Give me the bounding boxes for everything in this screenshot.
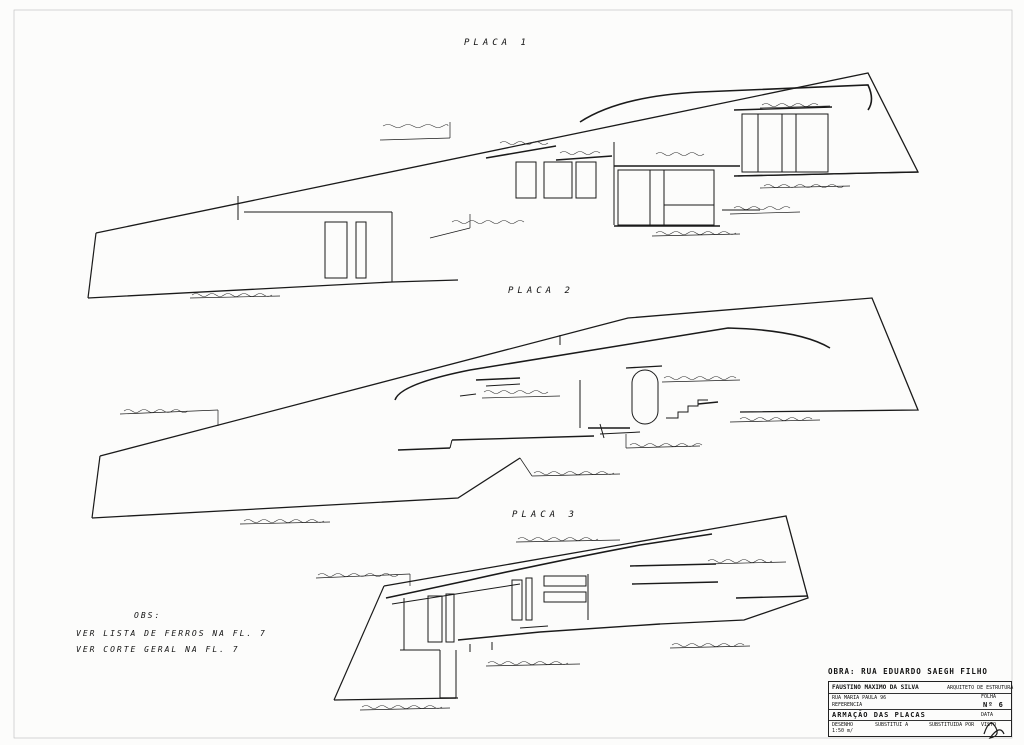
- drawing-title: ARMAÇÃO DAS PLACAS: [832, 711, 926, 719]
- engineer-role: ARQUITETO DE ESTRUTURA: [947, 685, 1014, 691]
- signature: [983, 722, 1005, 739]
- plate-1-title: PLACA 1: [464, 38, 530, 48]
- engineer-name: FAUSTINO MAXIMO DA SILVA: [832, 684, 919, 691]
- desenho-label: DESENHO: [832, 722, 854, 728]
- sheet-number: Nº 6: [983, 701, 1004, 709]
- annotation-scribbles: [123, 103, 845, 709]
- data-label: DATA: [981, 712, 994, 718]
- address: RUA MARIA PAULA 96: [832, 695, 887, 701]
- notes-heading: OBS:: [134, 611, 162, 620]
- plate-2-outline: [91, 297, 919, 525]
- title-block-frame: FAUSTINO MAXIMO DA SILVA ARQUITETO DE ES…: [828, 681, 1014, 737]
- scale: 1:50 m/: [832, 728, 854, 734]
- substituido-label: SUBSTITUIDA POR: [929, 722, 975, 728]
- plate-3-outline: [315, 515, 809, 711]
- visto-label: VISTO: [981, 722, 997, 728]
- project-name: OBRA: RUA EDUARDO SAEGH FILHO: [828, 667, 988, 676]
- plate-2-title: PLACA 2: [508, 286, 574, 296]
- note-line-1: VER LISTA DE FERROS NA FL. 7: [76, 629, 267, 638]
- substitui-label: SUBSTITUI A: [875, 722, 909, 728]
- note-line-2: VER CORTE GERAL NA FL. 7: [76, 645, 240, 654]
- title-block: OBRA: RUA EDUARDO SAEGH FILHO FAUSTINO M…: [826, 662, 1014, 738]
- folha-label: FOLHA: [981, 694, 997, 700]
- plate-1-outline: [87, 72, 920, 299]
- referencia-label: REFERENCIA: [832, 702, 863, 708]
- plate-3-title: PLACA 3: [512, 510, 578, 520]
